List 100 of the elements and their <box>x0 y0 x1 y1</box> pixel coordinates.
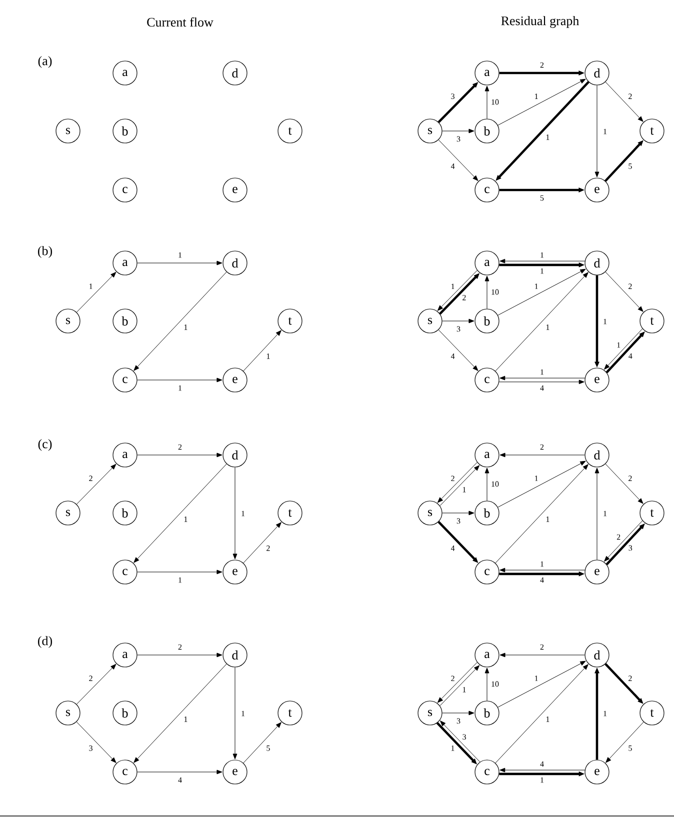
edge-label: 1 <box>602 710 608 717</box>
arrow <box>243 330 282 372</box>
edge-label: 2 <box>461 294 467 302</box>
arrow <box>500 376 586 380</box>
arrow <box>137 652 222 658</box>
arrow <box>243 722 282 764</box>
arrow <box>438 140 478 181</box>
edge-label: 2 <box>177 644 183 650</box>
panel-label: (d) <box>38 636 52 648</box>
edge-label: 5 <box>627 744 633 752</box>
arrow <box>605 464 644 504</box>
arrow <box>495 272 588 372</box>
edge-label: 2 <box>88 474 94 482</box>
edge-label: 1 <box>461 486 467 494</box>
arrow <box>484 86 490 119</box>
panel-label: (c) <box>38 439 52 451</box>
edge-label: 2 <box>627 92 633 100</box>
arrow <box>438 330 478 371</box>
edge-label: 2 <box>177 444 183 450</box>
edge-label: 1 <box>240 710 246 717</box>
arrow <box>442 510 474 516</box>
edge-label: 2 <box>627 674 633 682</box>
arrow <box>500 768 586 772</box>
edge-label: 1 <box>616 342 622 348</box>
edge-label: 3 <box>456 518 462 524</box>
edge-label: 1 <box>88 282 94 290</box>
edge-label: 4 <box>539 576 545 584</box>
edge-label: 1 <box>602 510 608 517</box>
arrow <box>76 722 116 763</box>
edge-label: 1 <box>265 352 271 360</box>
edge-label: 2 <box>539 62 545 68</box>
edge-label: 1 <box>602 318 608 325</box>
edge-label: 10 <box>490 98 500 106</box>
edge-label: 3 <box>462 733 468 740</box>
edge-label: 1 <box>539 560 545 568</box>
edge-label: 10 <box>490 480 500 488</box>
edge-label: 1 <box>182 716 188 723</box>
arrow <box>232 467 238 560</box>
arrow <box>605 82 644 122</box>
arrow <box>232 667 238 760</box>
edge-label: 1 <box>450 744 456 752</box>
edge-label: 4 <box>177 776 183 784</box>
edge-label: 1 <box>602 128 608 135</box>
edge-label: 2 <box>88 674 94 682</box>
arrow <box>137 570 222 574</box>
edge-label: 1 <box>544 324 550 331</box>
edge-label: 1 <box>534 674 540 682</box>
arrow <box>137 452 222 458</box>
edge-label: 2 <box>539 644 545 650</box>
edge-label: 1 <box>182 324 188 331</box>
arrow <box>76 664 116 704</box>
edge-label: 2 <box>616 534 622 540</box>
arrow <box>606 722 644 763</box>
edge-label: 4 <box>450 352 456 360</box>
edge-label: 3 <box>456 136 462 142</box>
arrow <box>76 464 116 504</box>
arrow <box>134 464 227 563</box>
edge-label: 4 <box>628 352 634 360</box>
arrow <box>484 468 490 501</box>
edge-label: 3 <box>628 544 634 552</box>
arrow <box>134 272 227 371</box>
edge-label: 2 <box>265 544 271 552</box>
edge-label: 1 <box>461 686 467 694</box>
arrow <box>500 568 586 572</box>
arrow <box>498 660 586 708</box>
edge-label: 1 <box>534 92 540 100</box>
arrow <box>137 378 222 382</box>
arrow <box>500 652 585 658</box>
arrow <box>484 668 490 701</box>
arrow <box>500 258 586 264</box>
arrow <box>498 78 586 126</box>
arrow <box>500 452 585 458</box>
edge-label: 1 <box>240 510 246 517</box>
arrow <box>442 318 474 324</box>
edge-label: 10 <box>490 288 500 296</box>
arrow <box>605 272 644 312</box>
arrow <box>137 770 222 774</box>
panel-label: (a) <box>38 56 52 68</box>
arrow <box>442 710 474 716</box>
edge-label: 1 <box>177 576 183 584</box>
edge-label: 1 <box>177 252 183 258</box>
edge-label: 3 <box>456 718 462 724</box>
edge-label: 3 <box>88 744 94 752</box>
edge-label: 2 <box>450 474 456 482</box>
arrow <box>495 464 588 564</box>
edge-label: 1 <box>539 252 545 258</box>
edge-label: 2 <box>627 474 633 482</box>
edge-label: 1 <box>534 282 540 290</box>
arrow <box>498 460 586 508</box>
edge-label: 5 <box>627 162 633 170</box>
column-heading: Current flow <box>147 17 214 27</box>
edge-label: 1 <box>539 268 545 274</box>
arrow <box>484 276 490 309</box>
edge-label: 3 <box>450 92 456 100</box>
edge-label: 10 <box>490 680 500 688</box>
edge-label: 5 <box>539 194 545 202</box>
edge-label: 2 <box>627 282 633 290</box>
arrow <box>498 380 584 384</box>
arrow <box>594 85 600 178</box>
edge-label: 4 <box>450 544 456 552</box>
